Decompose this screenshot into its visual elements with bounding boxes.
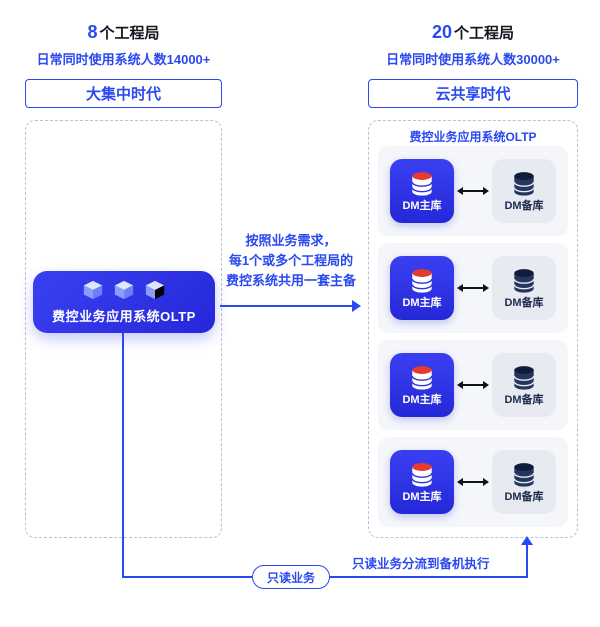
left-era-box: 大集中时代 (25, 79, 222, 108)
dm-primary-label: DM主库 (402, 200, 442, 212)
cube-icon (114, 280, 134, 300)
left-users-text: 日常同时使用系统人数14000+ (36, 52, 211, 67)
right-count-number: 20 (431, 22, 452, 42)
dm-primary-label: DM主库 (402, 394, 442, 406)
dm-standby-label: DM备库 (504, 200, 544, 212)
right-era-box: 云共享时代 (368, 79, 578, 108)
dm-primary-tile: DM主库 (390, 353, 454, 417)
flow-line-vertical-right (526, 545, 528, 578)
database-standby-icon (513, 172, 535, 196)
flow-line-vertical-left (122, 333, 124, 578)
database-standby-icon (513, 366, 535, 390)
arrow-right-icon (352, 300, 361, 312)
db-pair-row: DM主库 DM备库 (378, 146, 568, 236)
double-arrow-icon (457, 284, 489, 292)
right-era-label: 云共享时代 (435, 86, 511, 103)
dm-primary-tile: DM主库 (390, 450, 454, 514)
right-users-text: 日常同时使用系统人数30000+ (386, 52, 560, 67)
middle-annotation-line1: 按照业务需求， (245, 233, 337, 248)
double-arrow-icon (457, 478, 489, 486)
left-count-number: 8 (87, 22, 98, 42)
dm-standby-tile: DM备库 (492, 450, 556, 514)
middle-annotation-line2: 每1个或多个工程局的 (228, 253, 354, 268)
database-standby-icon (513, 463, 535, 487)
double-arrow-icon (457, 187, 489, 195)
read-only-badge: 只读业务 (252, 565, 331, 589)
dm-standby-tile: DM备库 (492, 353, 556, 417)
database-primary-icon (411, 172, 433, 196)
oltp-label: 费控业务应用系统OLTP (52, 309, 196, 324)
dm-primary-label: DM主库 (402, 297, 442, 309)
cube-icon (83, 280, 103, 300)
db-pair-row: DM主库 DM备库 (378, 243, 568, 333)
middle-annotation-line3: 费控系统共用一套主备 (225, 273, 356, 288)
left-era-label: 大集中时代 (85, 86, 161, 103)
flow-line-horizontal (220, 305, 354, 307)
dm-standby-tile: DM备库 (492, 256, 556, 320)
right-group-label: 费控业务应用系统OLTP (409, 130, 537, 144)
database-standby-icon (513, 269, 535, 293)
read-only-note: 只读业务分流到备机执行 (352, 557, 490, 571)
database-primary-icon (411, 366, 433, 390)
right-dashed-container: 费控业务应用系统OLTP DM主库 (368, 120, 578, 538)
db-pair-row: DM主库 DM备库 (378, 437, 568, 527)
database-primary-icon (411, 463, 433, 487)
dm-standby-label: DM备库 (504, 491, 544, 503)
double-arrow-icon (457, 381, 489, 389)
oltp-cubes (82, 279, 166, 301)
middle-annotation: 按照业务需求， 每1个或多个工程局的 费控系统共用一套主备 (218, 231, 364, 291)
database-primary-icon (411, 269, 433, 293)
cube-icon (145, 280, 165, 300)
oltp-system-box: 费控业务应用系统OLTP (33, 271, 215, 333)
arrow-up-icon (521, 536, 533, 545)
dm-primary-tile: DM主库 (390, 159, 454, 223)
dm-primary-tile: DM主库 (390, 256, 454, 320)
dm-primary-label: DM主库 (402, 491, 442, 503)
dm-standby-label: DM备库 (504, 394, 544, 406)
dm-standby-label: DM备库 (504, 297, 544, 309)
db-pair-row: DM主库 DM备库 (378, 340, 568, 430)
left-count-suffix: 个工程局 (99, 25, 160, 42)
right-count-suffix: 个工程局 (454, 25, 515, 42)
dm-standby-tile: DM备库 (492, 159, 556, 223)
